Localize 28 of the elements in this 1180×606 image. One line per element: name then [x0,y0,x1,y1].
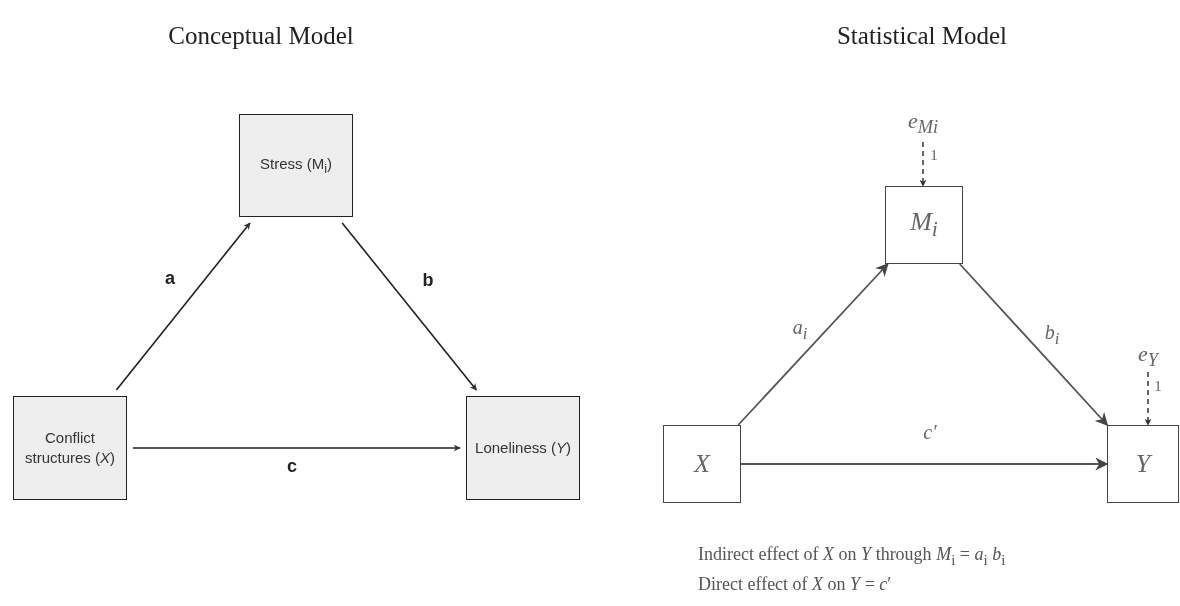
path-label: c′ [923,420,937,444]
variable-box: Loneliness (Y) [466,396,580,500]
path-label: a$_{i}$ [792,316,808,344]
arrow [919,141,927,187]
error-term-label: e$_{Mi}$ [905,104,941,142]
path-coefficient: 1 [930,146,938,164]
variable-box: Conflict structures (X) [13,396,127,500]
arrow [115,222,251,391]
path-label: c [287,455,297,477]
formula-text: Indirect effect of X on Y through M$_{i}$ = a$_{i}$ b$_{i}$ [698,544,1006,569]
path-label: b$_{i}$ [1044,321,1060,349]
arrow [740,457,1109,471]
path-label: b [422,269,434,291]
arrow [1144,371,1152,426]
error-term-label: e$_{Y}$ [1132,340,1164,372]
panel-title: Conceptual Model [168,22,354,50]
variable-box: Y [1107,425,1179,503]
formula-text: Direct effect of X on Y = c′ [698,574,892,595]
arrow [737,263,889,426]
arrow [341,222,478,391]
arrow [958,263,1109,426]
variable-box: X [663,425,741,503]
variable-box: M$_{i}$ [885,186,963,264]
path-label: a [165,267,175,289]
panel-title: Statistical Model [836,22,1008,50]
variable-box: Stress (M$_{i}$) [239,114,353,217]
arrow [132,444,461,452]
path-coefficient: 1 [1154,377,1162,395]
